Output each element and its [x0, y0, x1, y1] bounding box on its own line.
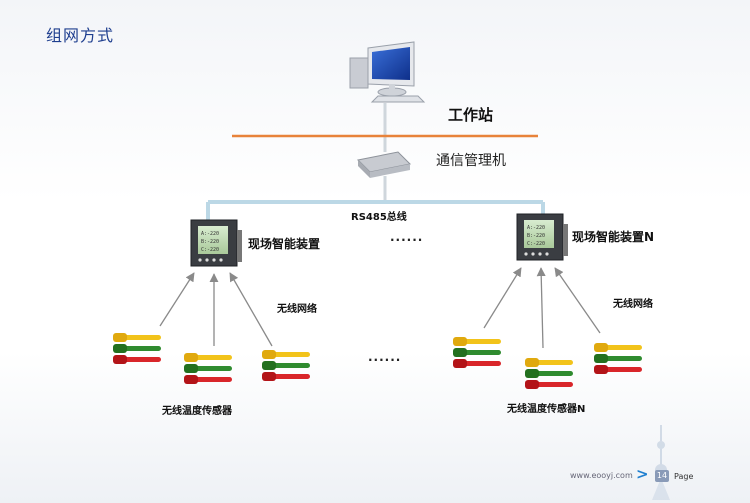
temperature-sensors-label-1: 无线温度传感器 — [162, 406, 232, 417]
field-device-1-icon: A:-220 B:-220 C:-220 — [190, 219, 242, 267]
temperature-sensor-icon — [525, 358, 573, 389]
devices-ellipsis: ······ — [390, 233, 424, 247]
temperature-sensor-icon — [594, 343, 642, 374]
device-1-screen-line-3: C:-220 — [201, 247, 219, 253]
page-label: Page — [674, 472, 694, 481]
sensors-ellipsis: ······ — [368, 353, 402, 367]
wireless-network-label-1: 无线网络 — [277, 304, 317, 315]
device-1-screen-line-1: A:-220 — [201, 231, 219, 237]
wireless-arrow-nb — [536, 267, 546, 349]
temperature-sensor-icon — [113, 333, 161, 364]
wireless-arrow-na — [483, 267, 522, 329]
wireless-arrow-nc — [554, 267, 601, 334]
page-number-badge: 14 — [655, 470, 669, 482]
workstation-computer-icon — [349, 41, 426, 103]
temperature-sensors-label-n: 无线温度传感器N — [507, 404, 586, 415]
footer-url-link[interactable]: www.eooyj.com — [570, 471, 633, 480]
temperature-sensor-icon — [262, 350, 310, 381]
rs485-bus-label: RS485总线 — [351, 212, 407, 223]
footer-arrow-icon: > — [636, 465, 649, 483]
field-device-1-label: 现场智能装置 — [248, 237, 321, 251]
tower-watermark-icon — [652, 425, 670, 500]
device-n-screen-line-3: C:-220 — [527, 241, 545, 247]
wireless-arrow-1a — [159, 272, 195, 327]
wireless-arrow-1c — [229, 272, 273, 347]
workstation-label: 工作站 — [448, 106, 494, 124]
field-device-n-label: 现场智能装置N — [572, 230, 655, 244]
wireless-network-label-2: 无线网络 — [613, 299, 653, 310]
communication-manager-label: 通信管理机 — [436, 153, 506, 169]
temperature-sensor-icon — [453, 337, 501, 368]
slide-title: 组网方式 — [46, 26, 115, 45]
temperature-sensor-icon — [184, 353, 232, 384]
communication-manager-icon — [356, 151, 412, 178]
device-1-screen-line-2: B:-220 — [201, 239, 219, 245]
device-n-screen-line-1: A:-220 — [527, 225, 545, 231]
field-device-n-icon: A:-220 B:-220 C:-220 — [516, 213, 568, 261]
device-n-screen-line-2: B:-220 — [527, 233, 545, 239]
